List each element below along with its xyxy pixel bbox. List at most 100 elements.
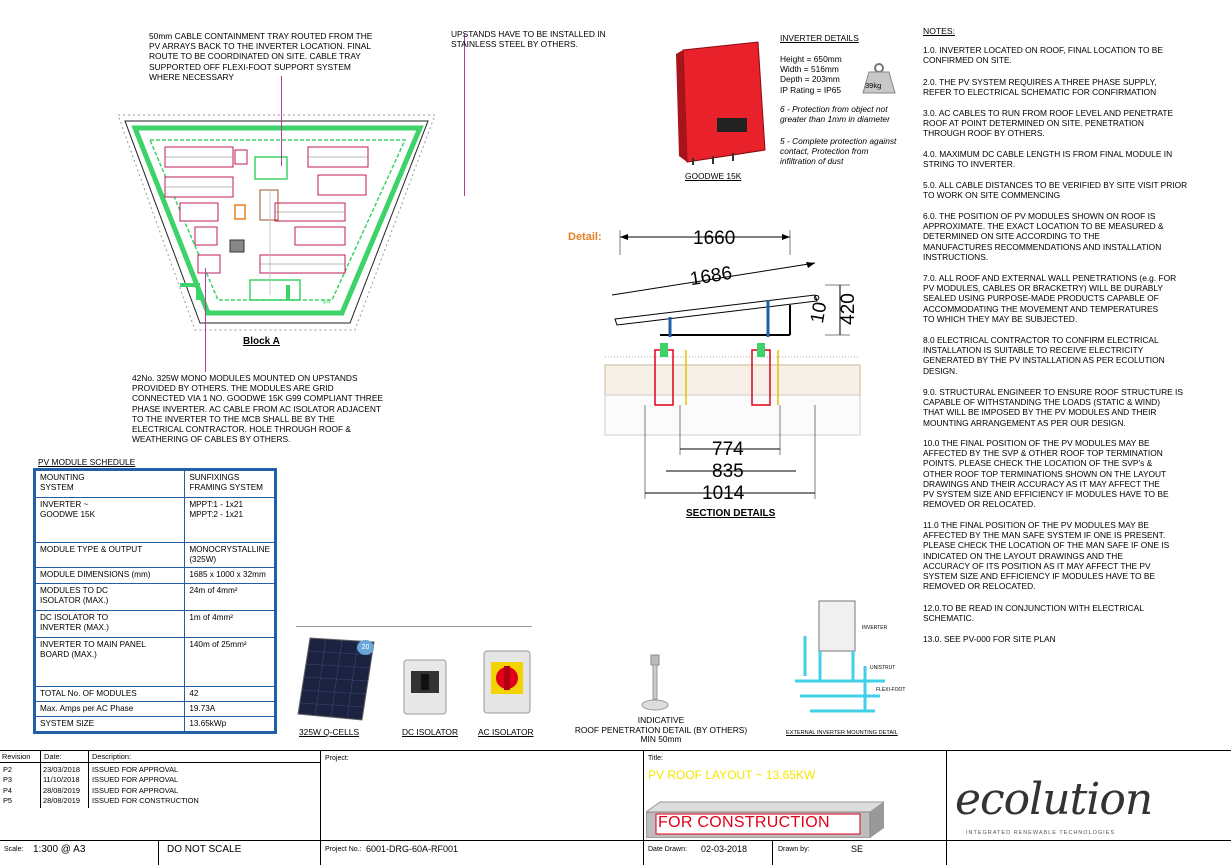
note-6: 6.0. THE POSITION OF PV MODULES SHOWN ON… (923, 211, 1164, 262)
table-cell: Max. Amps per AC Phase (34, 700, 186, 717)
revision-header-line (0, 762, 320, 763)
table-cell: 42 (184, 686, 275, 702)
schedule-heading: PV MODULE SCHEDULE (38, 457, 136, 467)
note-10: 10.0 THE FINAL POSITION OF THE PV MODULE… (923, 438, 1169, 510)
note-13: 13.0. SEE PV-000 FOR SITE PLAN (923, 634, 1056, 644)
modules-callout: 42No. 325W MONO MODULES MOUNTED ON UPSTA… (132, 373, 383, 445)
project-no-label: Project No.: (325, 846, 362, 853)
table-cell: 140m of 25mm² (184, 637, 275, 687)
title-block-divider (320, 750, 321, 865)
date-drawn-label: Date Drawn: (648, 846, 687, 853)
note-7: 7.0. ALL ROOF AND EXTERNAL WALL PENETRAT… (923, 273, 1177, 324)
inverter-details-heading: INVERTER DETAILS (780, 33, 859, 43)
note-4: 4.0. MAXIMUM DC CABLE LENGTH IS FROM FIN… (923, 149, 1173, 170)
inverter-weight: 39kg (865, 81, 882, 90)
dc-isolator-image (401, 657, 451, 717)
solar-panel-image (296, 636, 376, 722)
penetration-caption: INDICATIVE ROOF PENETRATION DETAIL (BY O… (574, 715, 748, 744)
table-cell: MPPT:1 - 1x21 MPPT:2 - 1x21 (184, 497, 275, 543)
detail-label: Detail: (568, 231, 602, 243)
description-header: Description: (92, 752, 132, 761)
inverter-specs: Height = 650mm Width = 516mm Depth = 203… (780, 54, 842, 95)
construction-stamp (644, 800, 886, 839)
roof-plan-drawing: ⇦ (117, 114, 436, 331)
date-header: Date: (44, 752, 62, 761)
title-block-divider (946, 750, 947, 865)
scale-value: 1:300 @ A3 (33, 844, 86, 855)
table-cell: INVERTER ~ GOODWE 15K (34, 497, 186, 543)
note-1: 1.0. INVERTER LOCATED ON ROOF, FINAL LOC… (923, 45, 1163, 66)
drawn-by-label: Drawn by: (778, 846, 810, 853)
title-block-divider (0, 840, 1231, 841)
upstands-callout: UPSTANDS HAVE TO BE INSTALLED IN STAINLE… (451, 29, 606, 50)
construction-stamp-text: FOR CONSTRUCTION (658, 814, 830, 831)
table-cell: SUNFIXINGS FRAMING SYSTEM (184, 470, 275, 498)
inverter-caption: GOODWE 15K (685, 171, 742, 181)
roof-plan: ⇦ (110, 95, 445, 340)
components-divider (296, 626, 532, 627)
panel-badge: 20 (357, 640, 374, 655)
project-label: Project: (325, 755, 349, 762)
mount-label-unistrut: UNISTRUT (870, 665, 896, 671)
notes-heading: NOTES: (923, 26, 955, 36)
revision-col-line (88, 750, 89, 808)
project-no-value: 6001-DRG-60A-RF001 (366, 844, 459, 854)
svg-text:⇦: ⇦ (322, 297, 330, 308)
table-row: MODULE DIMENSIONS (mm)1685 x 1000 x 32mm (34, 567, 275, 584)
scale-label: Scale: (4, 846, 24, 853)
do-not-scale: DO NOT SCALE (167, 844, 242, 855)
table-cell: DC ISOLATOR TO INVERTER (MAX.) (34, 610, 186, 638)
table-cell: MODULES TO DC ISOLATOR (MAX.) (34, 583, 186, 611)
table-cell: MONOCRYSTALLINE (325W) (184, 542, 275, 568)
dim-420: 420 (837, 293, 859, 325)
panel-caption: 325W Q-CELLS (299, 727, 360, 737)
note-8: 8.0 ELECTRICAL CONTRACTOR TO CONFIRM ELE… (923, 335, 1165, 376)
dim-1014: 1014 (702, 483, 745, 504)
ecolution-logo: ecolution (955, 774, 1153, 825)
ac-isolator-caption: AC ISOLATOR (478, 727, 534, 737)
drawing-title: PV ROOF LAYOUT ~ 13.65KW (648, 768, 816, 782)
revision-header: Revision (2, 752, 31, 761)
note-2: 2.0. THE PV SYSTEM REQUIRES A THREE PHAS… (923, 77, 1157, 98)
table-cell: TOTAL No. OF MODULES (34, 686, 186, 702)
dc-isolator-caption: DC ISOLATOR (402, 727, 458, 737)
block-label: Block A (243, 336, 280, 347)
note-11: 11.0 THE FINAL POSITION OF THE PV MODULE… (923, 520, 1170, 592)
inverter-image (673, 40, 770, 165)
dim-774: 774 (712, 439, 744, 460)
ip6-note: 6 - Protection from object not greater t… (780, 104, 890, 125)
date-drawn-value: 02-03-2018 (701, 844, 748, 854)
title-block-divider (772, 840, 773, 865)
ecolution-tagline: INTEGRATED RENEWABLE TECHNOLOGIES (966, 830, 1116, 836)
table-cell: 1m of 4mm² (184, 610, 275, 638)
table-cell: 13.65kWp (184, 715, 275, 732)
table-row: INVERTER TO MAIN PANEL BOARD (MAX.)140m … (34, 637, 275, 687)
title-label: Title: (648, 755, 663, 762)
title-block-top (0, 750, 1231, 751)
ip5-note: 5 - Complete protection against contact,… (780, 136, 897, 167)
table-cell: SYSTEM SIZE (34, 715, 186, 732)
drawn-by-value: SE (851, 844, 864, 854)
table-cell: INVERTER TO MAIN PANEL BOARD (MAX.) (34, 637, 186, 687)
section-caption: SECTION DETAILS (686, 508, 776, 519)
note-5: 5.0. ALL CABLE DISTANCES TO BE VERIFIED … (923, 180, 1188, 201)
dim-1660: 1660 (693, 228, 736, 249)
note-3: 3.0. AC CABLES TO RUN FROM ROOF LEVEL AN… (923, 108, 1174, 139)
ac-isolator-image (481, 648, 533, 716)
table-cell: MOUNTING SYSTEM (34, 470, 186, 498)
revision-col-line (40, 750, 41, 808)
weight-icon (862, 62, 896, 94)
title-block-divider (158, 840, 159, 865)
table-cell: 19.73A (184, 700, 275, 717)
note-12: 12.0.TO BE READ IN CONJUNCTION WITH ELEC… (923, 603, 1144, 624)
